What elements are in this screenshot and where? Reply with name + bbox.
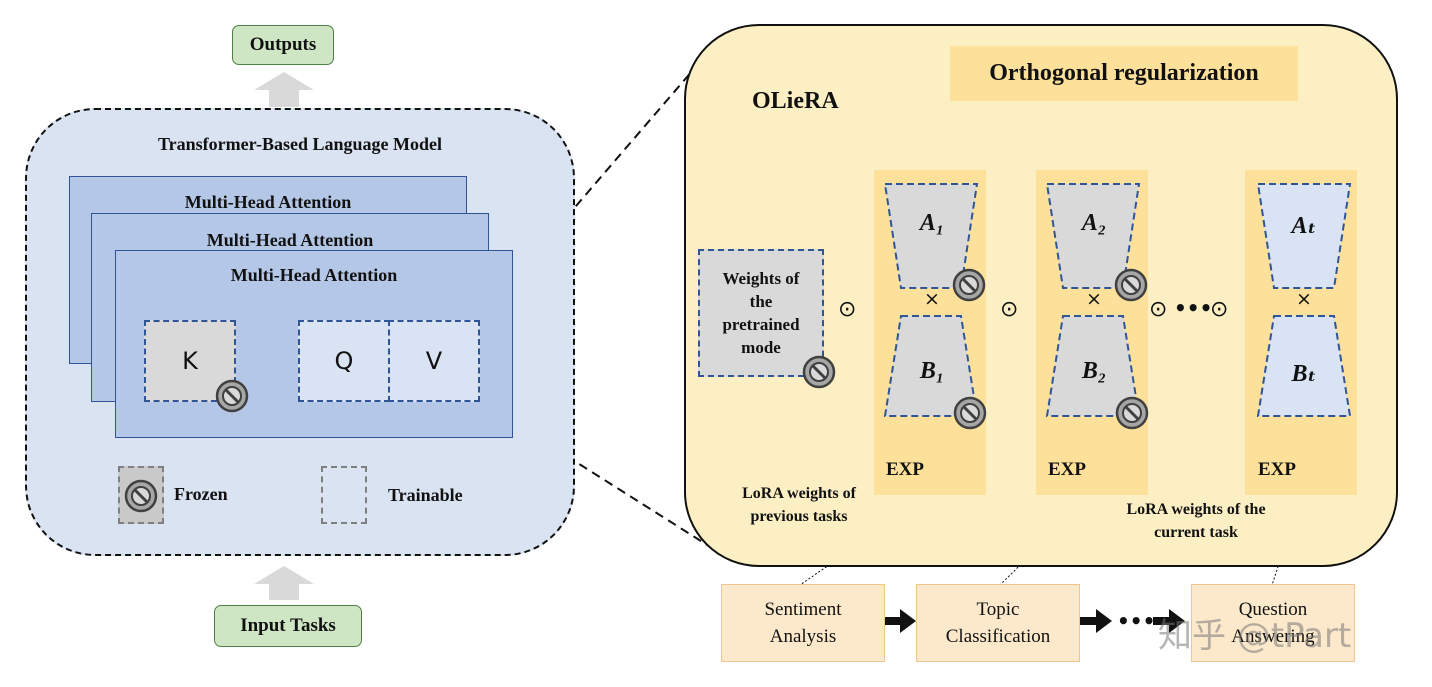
watermark: 知乎 @tPart	[1158, 616, 1352, 656]
ortho-label: Orthogonal regularization	[989, 60, 1259, 86]
v-label: V	[425, 347, 443, 375]
odot-operator: ⊙	[838, 297, 857, 322]
exp-label-1: EXP	[886, 459, 924, 480]
task-ellipsis: •••	[1117, 609, 1156, 633]
up-arrow-from-inputs	[254, 566, 314, 600]
frozen-icon	[215, 379, 249, 413]
b2-matrix	[1045, 315, 1141, 417]
model-title: Transformer-Based Language Model	[158, 134, 442, 154]
at-matrix	[1256, 183, 1352, 289]
v-matrix-trainable: V	[388, 320, 480, 402]
outputs-label: Outputs	[249, 34, 317, 55]
a1-matrix	[883, 183, 979, 289]
q-matrix-trainable: Q	[298, 320, 390, 402]
exp-label-t: EXP	[1258, 459, 1296, 480]
frozen-icon	[953, 396, 987, 430]
odot-operator: ⊙	[1210, 297, 1229, 322]
task-box-topic: Topic Classification	[916, 584, 1080, 662]
ellipsis: •••	[1174, 296, 1213, 320]
task-label-sentiment: Sentiment Analysis	[764, 599, 842, 647]
k-label: K	[182, 347, 198, 375]
exp-label-2: EXP	[1048, 459, 1086, 480]
task-label-question: Question Answering	[1231, 599, 1315, 647]
frozen-icon	[952, 268, 986, 302]
input-tasks-box: Input Tasks	[214, 605, 362, 647]
task-label-topic: Topic Classification	[945, 599, 1051, 647]
orthogonal-regularization-box: Orthogonal regularization	[950, 46, 1298, 101]
times-operator: ×	[924, 288, 940, 310]
a2-label: A₂	[1081, 210, 1107, 236]
frozen-icon	[124, 479, 158, 513]
layer-title-1: Multi-Head Attention	[184, 192, 352, 212]
odot-operator: ⊙	[1149, 297, 1168, 322]
legend-trainable-label: Trainable	[388, 485, 463, 505]
task-box-sentiment: Sentiment Analysis	[721, 584, 885, 662]
bt-label: Bₜ	[1291, 361, 1317, 387]
times-operator: ×	[1296, 288, 1312, 310]
task-box-question: Question Answering	[1191, 584, 1355, 662]
layer-title-2: Multi-Head Attention	[206, 230, 374, 250]
task-arrows	[884, 609, 1185, 633]
zoom-line-top	[477, 69, 694, 321]
b1-label: B₁	[919, 358, 945, 384]
pretrained-label: Weights of the pretrained mode	[722, 269, 800, 357]
outputs-box: Outputs	[232, 25, 334, 65]
frozen-icon	[802, 355, 836, 389]
at-label: Aₜ	[1291, 213, 1317, 239]
bt-matrix	[1256, 315, 1352, 417]
pretrained-weights-box: Weights of the pretrained mode	[698, 249, 824, 377]
times-operator: ×	[1086, 288, 1102, 310]
olie-ra-title: OLieRA	[752, 88, 839, 114]
a1-label: A₁	[919, 210, 945, 236]
q-label: Q	[334, 347, 354, 375]
legend-frozen-label: Frozen	[174, 484, 228, 504]
frozen-icon	[1115, 396, 1149, 430]
odot-operator: ⊙	[1000, 297, 1019, 322]
b1-matrix	[883, 315, 979, 417]
b2-label: B₂	[1081, 358, 1107, 384]
note-previous-tasks: LoRA weights of previous tasks	[742, 485, 856, 525]
legend-trainable-swatch	[321, 466, 367, 524]
note-current-task: LoRA weights of the current task	[1126, 501, 1266, 541]
input-tasks-label: Input Tasks	[240, 615, 336, 636]
up-arrow-to-outputs	[254, 72, 314, 107]
frozen-icon	[1114, 268, 1148, 302]
layer-title-3: Multi-Head Attention	[230, 265, 398, 285]
a2-matrix	[1045, 183, 1141, 289]
